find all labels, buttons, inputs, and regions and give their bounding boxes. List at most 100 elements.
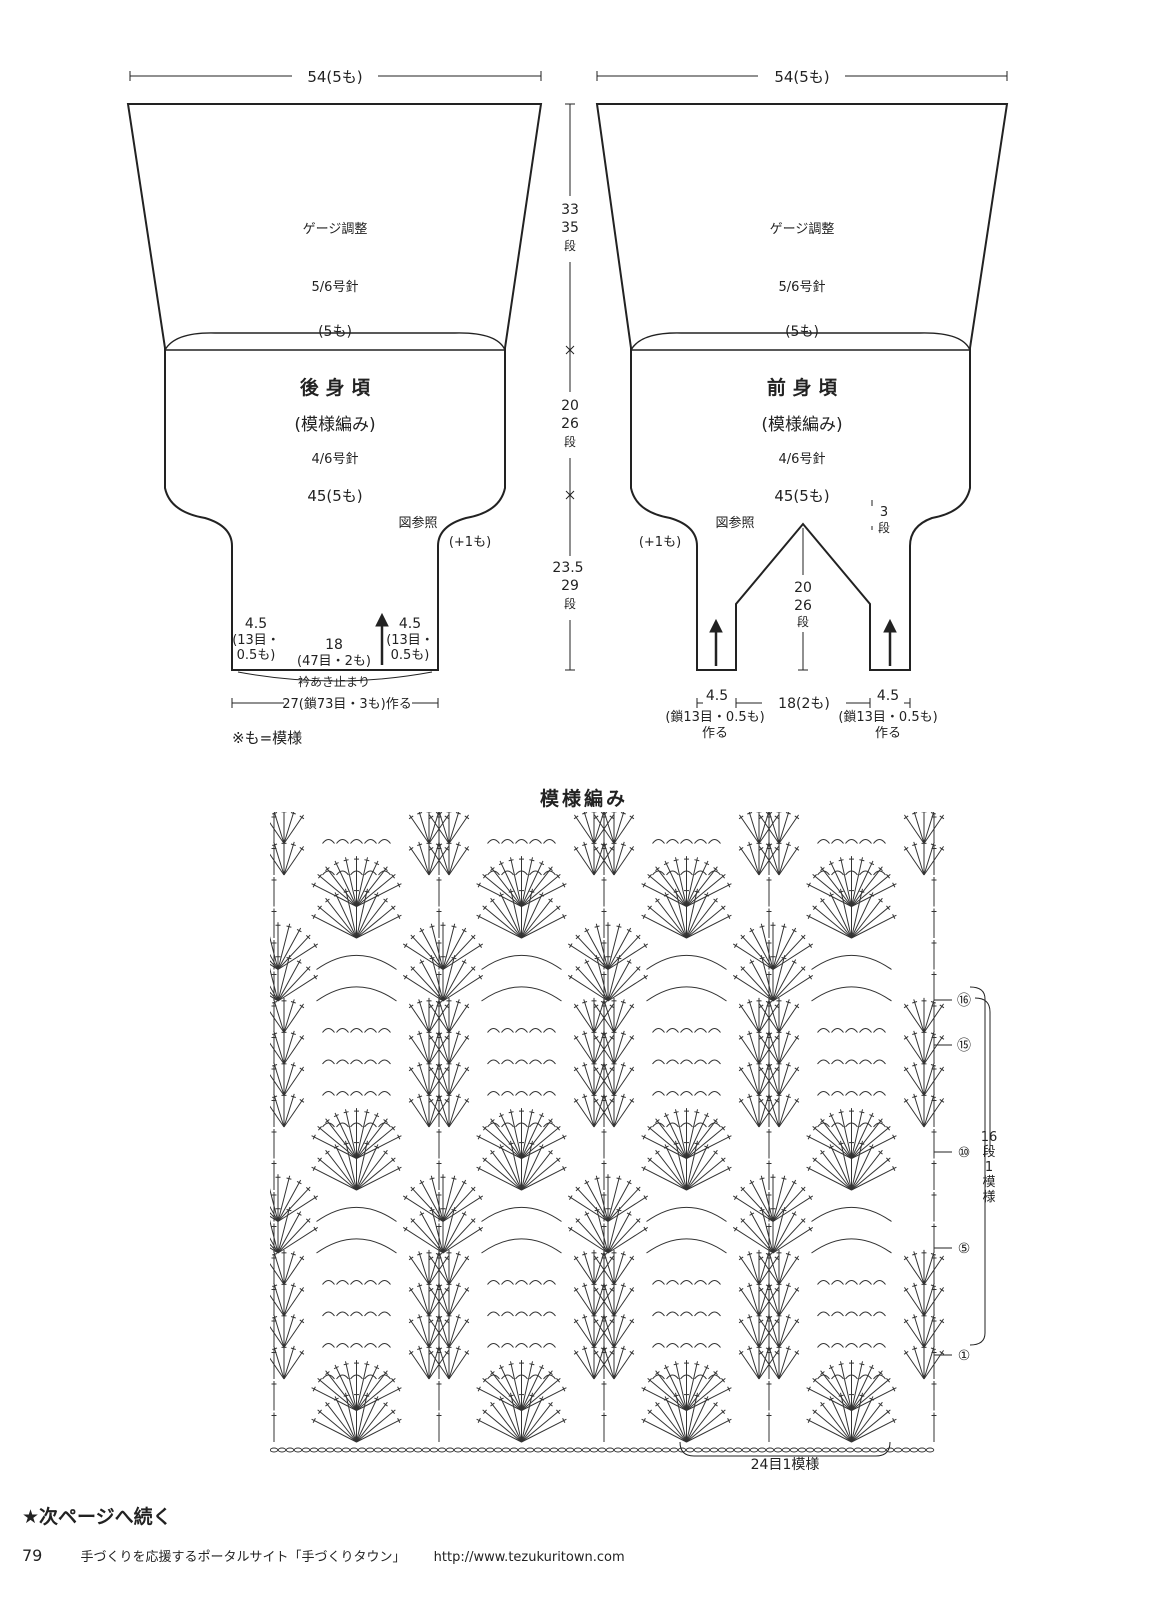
chain-arc <box>515 1059 528 1065</box>
stitch-mark <box>325 1118 357 1159</box>
stitch-mark <box>812 1126 817 1131</box>
chain-stitch <box>925 1447 935 1453</box>
stitch-mark <box>694 1363 700 1366</box>
stitch-mark <box>727 882 731 888</box>
stitch-mark <box>759 1177 765 1180</box>
stitch-mark <box>593 1351 599 1355</box>
stitch-mark <box>923 1030 935 1065</box>
stitch-mark <box>529 890 535 893</box>
stitch-mark <box>758 1036 764 1040</box>
stitch-mark <box>806 1387 852 1411</box>
stitch-mark <box>643 974 648 980</box>
row-marker-15: ⑮ <box>957 1038 971 1054</box>
stitch-mark <box>859 859 865 862</box>
stitch-mark <box>521 1392 533 1443</box>
stitch-mark <box>482 1157 487 1163</box>
stitch-mark <box>758 999 770 1033</box>
chain-stitch <box>285 1447 295 1453</box>
chain-arc <box>364 1311 377 1317</box>
stitch-mark <box>464 1351 470 1355</box>
stitch-mark <box>721 874 726 879</box>
stitch-mark <box>299 815 305 820</box>
footer-url[interactable]: http://www.tezukuritown.com <box>433 1550 625 1565</box>
chain-arc <box>831 1280 844 1285</box>
front-title: 前 身 頃 <box>767 376 838 399</box>
stitch-mark <box>529 1363 535 1366</box>
chain-arc <box>831 870 844 876</box>
stitch-mark <box>356 1144 379 1191</box>
stitch-mark <box>437 1284 443 1287</box>
stitch-mark <box>626 960 632 964</box>
stitch-mark <box>508 890 514 893</box>
chain-stitch <box>557 1447 567 1453</box>
stitch-mark <box>851 1361 863 1411</box>
stitch-mark <box>582 1347 588 1350</box>
stitch-mark <box>333 1366 339 1370</box>
stitch-mark <box>912 1253 918 1256</box>
chain-stitch <box>381 1447 391 1453</box>
stitch-mark <box>713 898 718 903</box>
stitch-mark <box>418 1062 430 1096</box>
chain-arc <box>481 954 562 970</box>
stitch-mark <box>772 1175 786 1222</box>
chain-arc <box>336 1280 349 1285</box>
back-dimensions <box>129 71 542 708</box>
stitch-mark <box>620 1001 626 1004</box>
stitch-mark <box>593 1093 605 1128</box>
stitch-mark <box>428 1251 440 1285</box>
stitch-mark <box>277 1195 319 1222</box>
chain-arc <box>543 1343 556 1348</box>
stitch-mark <box>437 1064 443 1067</box>
back-side-right-sub1: (13目・ <box>386 633 434 648</box>
row-bracket <box>974 997 991 1152</box>
chain-arc <box>831 1374 844 1380</box>
stitch-mark <box>490 898 495 903</box>
stitch-mark <box>812 1378 817 1383</box>
stitch-mark <box>686 888 698 939</box>
stitch-mark <box>851 1166 897 1191</box>
stitch-mark <box>820 1401 852 1443</box>
stitch-mark <box>521 1387 567 1411</box>
chain-arc <box>859 1059 872 1065</box>
stitch-mark <box>892 1166 896 1171</box>
chain-arc <box>316 954 397 970</box>
stitch-mark <box>686 1126 726 1159</box>
chain-stitch <box>525 1447 535 1453</box>
stitch-mark <box>635 1187 641 1192</box>
stitch-mark <box>840 888 852 939</box>
stitch-mark <box>740 1218 746 1223</box>
stitch-mark <box>444 847 450 851</box>
stitch-mark <box>464 1067 470 1072</box>
stitch-mark <box>930 1095 936 1098</box>
rows-per-repeat-label: 16段1模様 <box>980 1130 998 1205</box>
height-1-rows: 35 <box>561 220 579 236</box>
stitch-mark <box>510 1361 522 1411</box>
stitch-mark <box>733 1195 738 1200</box>
stitch-mark <box>442 934 476 970</box>
stitch-mark <box>643 1195 648 1200</box>
stitch-mark <box>364 1394 370 1397</box>
chart-title: 模様編み <box>540 788 629 810</box>
stitch-mark <box>602 1095 608 1098</box>
chain-arc <box>873 1374 886 1380</box>
chain-arc <box>529 1343 542 1348</box>
stitch-mark <box>903 847 909 851</box>
stitch-mark <box>609 1288 615 1292</box>
back-center: 18 <box>325 637 343 653</box>
stitch-mark <box>444 1099 450 1103</box>
stitch-mark <box>758 1067 764 1072</box>
stitch-mark <box>629 1288 635 1292</box>
chain-stitch <box>917 1447 927 1453</box>
stitch-mark <box>478 1195 483 1200</box>
stitch-mark <box>521 883 567 907</box>
stitch-mark <box>408 1067 414 1072</box>
stitch-mark <box>428 1256 434 1261</box>
stitch-mark <box>641 1418 687 1443</box>
stitch-mark <box>748 841 760 876</box>
stitch-mark <box>305 935 311 940</box>
stitch-mark <box>521 874 561 907</box>
back-band-mark: (5も) <box>318 324 352 340</box>
chain-arc <box>364 870 377 876</box>
stitch-mark <box>626 1212 632 1216</box>
stitch-mark <box>305 1187 311 1192</box>
